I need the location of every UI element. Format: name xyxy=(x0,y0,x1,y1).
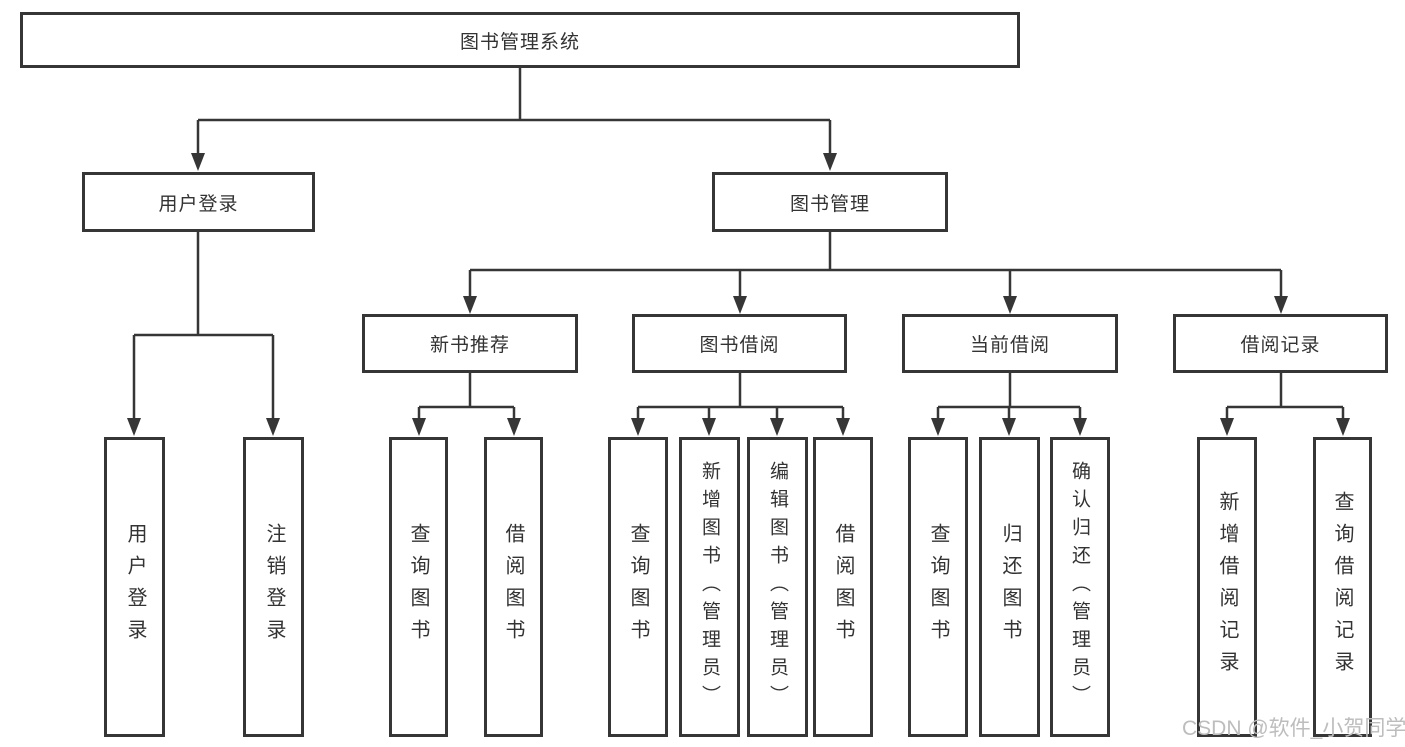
leaf-borrow-books-recommend: 借阅图书 xyxy=(484,437,543,737)
node-book-borrowing: 图书借阅 xyxy=(632,314,847,373)
leaf-query-books-recommend: 查询图书 xyxy=(389,437,448,737)
leaf-borrow-books: 借阅图书 xyxy=(813,437,873,737)
node-current-borrowing: 当前借阅 xyxy=(902,314,1118,373)
leaf-query-borrow-record: 查询借阅记录 xyxy=(1313,437,1372,737)
node-library-system-root: 图书管理系统 xyxy=(20,12,1020,68)
node-book-management: 图书管理 xyxy=(712,172,948,232)
leaf-query-books-current: 查询图书 xyxy=(908,437,968,737)
node-borrowing-records: 借阅记录 xyxy=(1173,314,1388,373)
leaf-query-books-borrow: 查询图书 xyxy=(608,437,668,737)
csdn-watermark: CSDN @软件_小贺同学 xyxy=(1182,717,1405,740)
node-new-book-recommendation: 新书推荐 xyxy=(362,314,578,373)
leaf-add-book-admin: 新增图书（管理员） xyxy=(679,437,740,737)
leaf-return-book: 归还图书 xyxy=(979,437,1040,737)
leaf-edit-book-admin: 编辑图书（管理员） xyxy=(747,437,808,737)
leaf-add-borrow-record: 新增借阅记录 xyxy=(1197,437,1257,737)
leaf-user-login: 用户登录 xyxy=(104,437,165,737)
leaf-logout: 注销登录 xyxy=(243,437,304,737)
leaf-confirm-return-admin: 确认归还（管理员） xyxy=(1050,437,1110,737)
node-user-login: 用户登录 xyxy=(82,172,315,232)
